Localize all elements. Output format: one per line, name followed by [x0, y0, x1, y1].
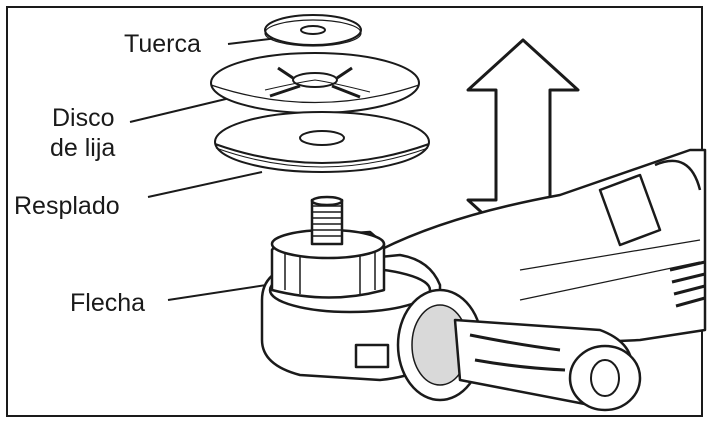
sanding-disc-part: [210, 52, 420, 114]
label-disc-line1: Disco: [52, 104, 115, 132]
label-spindle: Flecha: [70, 289, 146, 317]
leader-disc: [129, 97, 231, 123]
backing-pad-part: [214, 111, 430, 173]
label-backing-pad: Resplado: [14, 192, 120, 220]
leader-backing-pad: [147, 171, 263, 198]
nut-part: [264, 14, 362, 47]
label-disc-line2: de lija: [50, 134, 116, 162]
grinder-body: [260, 148, 707, 412]
label-nut: Tuerca: [124, 30, 201, 58]
